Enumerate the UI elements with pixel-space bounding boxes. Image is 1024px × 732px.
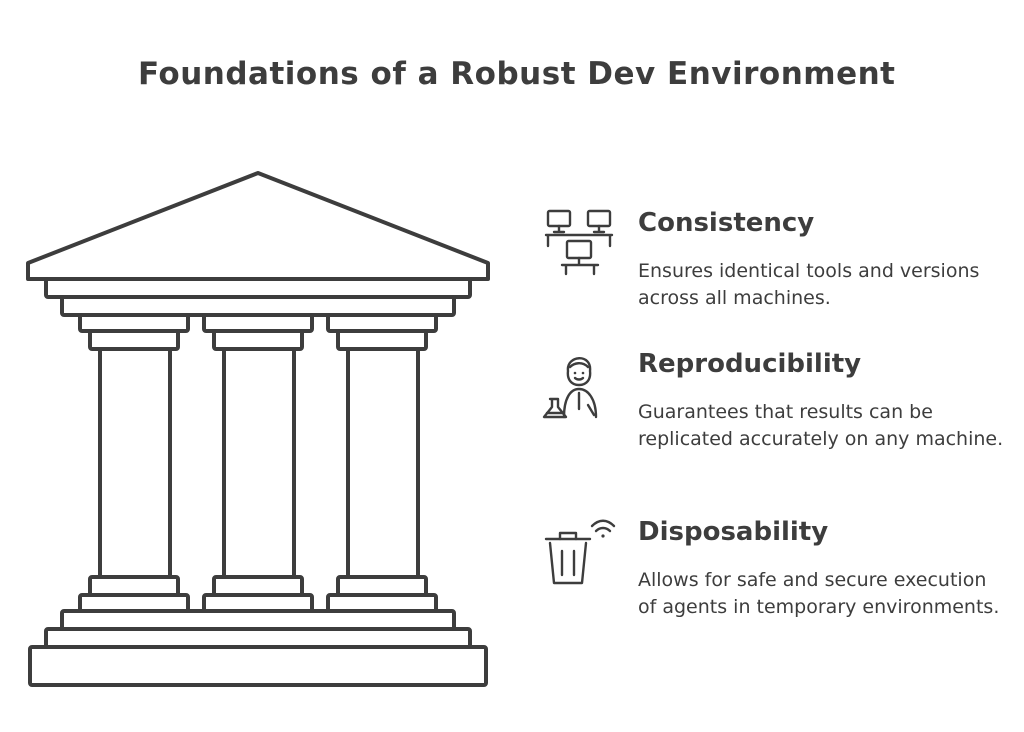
greek-temple-illustration <box>26 171 490 687</box>
pillar-description: Ensures identical tools and versions acr… <box>638 260 980 309</box>
pillar-heading: Reproducibility <box>638 349 862 379</box>
pillar-description: Allows for safe and secure execution of … <box>638 569 1000 618</box>
scientist-icon <box>542 357 598 419</box>
pillar-description: Guarantees that results can be replicate… <box>638 401 1004 450</box>
page-title: Foundations of a Robust Dev Environment <box>138 56 896 92</box>
pillar-heading: Disposability <box>638 517 829 547</box>
pillar-heading: Consistency <box>638 208 815 238</box>
networked-computers-icon <box>544 209 614 276</box>
smart-trash-bin-icon <box>544 519 616 585</box>
